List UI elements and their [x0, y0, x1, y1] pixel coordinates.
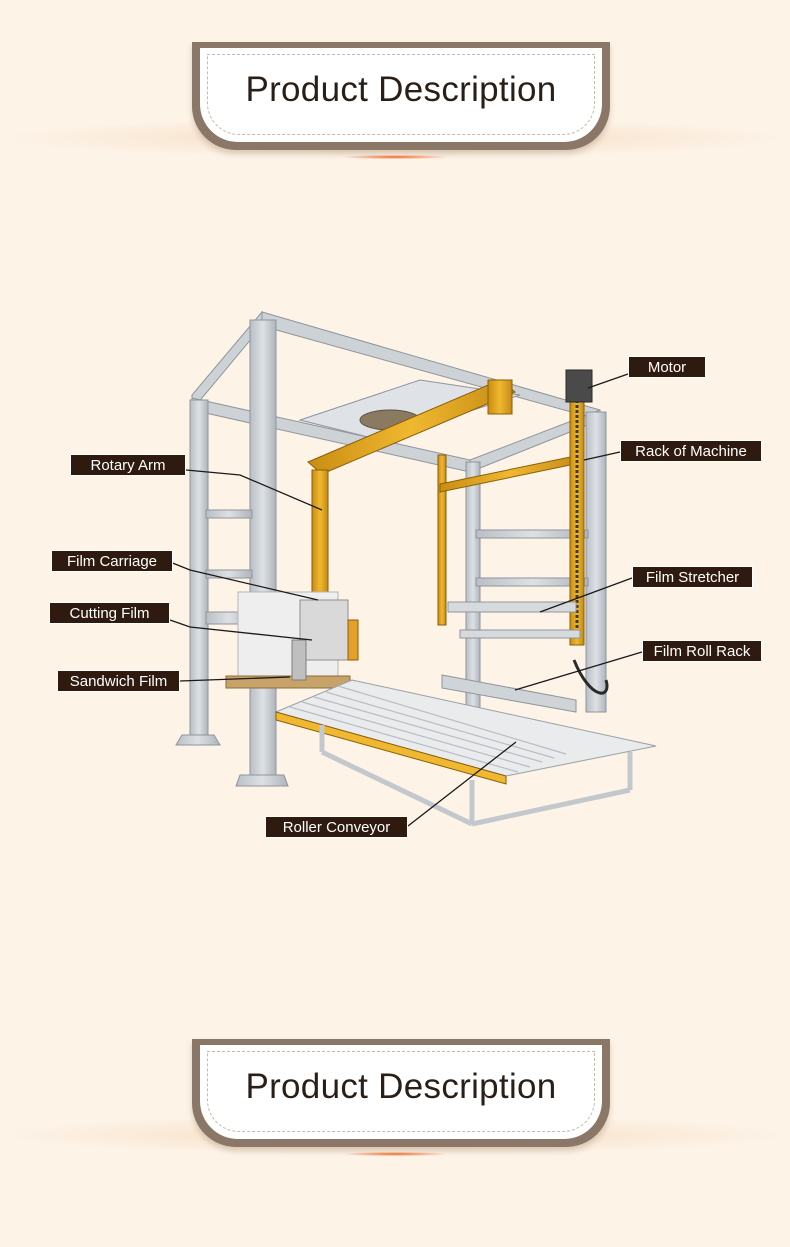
section-header-top: Product Description	[0, 0, 790, 159]
callout-leader-lines	[169, 373, 643, 827]
header-banner: Product Description	[192, 42, 610, 150]
header-accent-line	[345, 155, 445, 159]
header-accent-line	[345, 1152, 445, 1156]
film-roll-rack-unit	[441, 674, 577, 713]
callout-motor: Motor	[628, 356, 706, 378]
callout-film-stretcher: Film Stretcher	[632, 566, 753, 588]
callout-cutting-film: Cutting Film	[49, 602, 170, 624]
motor-unit	[565, 369, 593, 403]
section-header-bottom: Product Description	[0, 997, 790, 1156]
header-banner-panel: Product Description	[200, 1045, 602, 1139]
film-carriage-unit	[291, 599, 359, 681]
callout-rack-of-machine: Rack of Machine	[620, 440, 762, 462]
callout-sandwich-film: Sandwich Film	[57, 670, 180, 692]
callout-film-roll-rack: Film Roll Rack	[642, 640, 762, 662]
header-banner-panel: Product Description	[200, 48, 602, 142]
rotary-arm-assembly	[307, 379, 581, 641]
machine-back-posts	[465, 411, 607, 713]
header-banner-dashed-border	[207, 54, 595, 135]
section-title: Product Description	[245, 1067, 557, 1106]
callout-roller-conveyor: Roller Conveyor	[265, 816, 408, 838]
film-stretcher-bar	[447, 601, 581, 639]
roller-conveyor-unit	[274, 679, 657, 827]
machine-front-posts	[175, 319, 289, 787]
header-banner-dashed-border	[207, 1051, 595, 1132]
callout-film-carriage: Film Carriage	[51, 550, 173, 572]
section-title: Product Description	[245, 70, 557, 109]
header-banner: Product Description	[192, 1039, 610, 1147]
callout-rotary-arm: Rotary Arm	[70, 454, 186, 476]
